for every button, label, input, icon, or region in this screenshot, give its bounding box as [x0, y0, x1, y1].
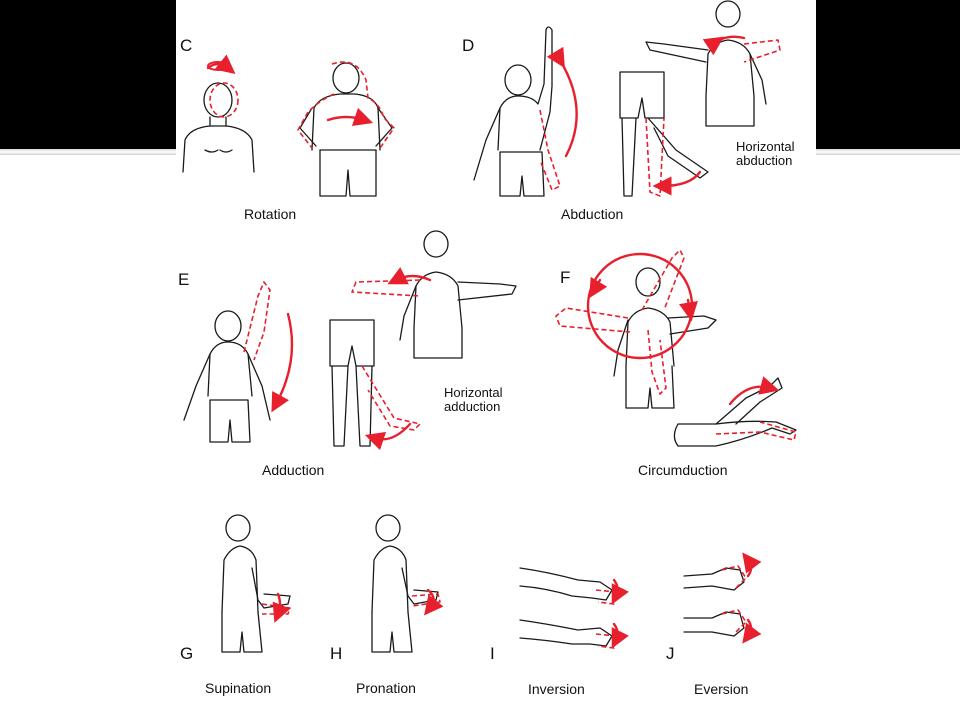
- note-horizontal-adduction: Horizontal adduction: [444, 386, 503, 414]
- caption-supination: Supination: [205, 680, 272, 696]
- caption-circumduction: Circumduction: [638, 462, 728, 478]
- figure-f-leg-circumduction: [673, 376, 797, 447]
- frame-left-black: [0, 0, 176, 152]
- figure-d-leg-abduction: [619, 71, 709, 197]
- caption-abduction: Abduction: [561, 206, 624, 222]
- caption-rotation: Rotation: [244, 206, 297, 222]
- figure-f-arm-circumduction: [555, 249, 717, 409]
- panel-letter-c: C: [180, 36, 193, 55]
- panel-letter-f: F: [560, 268, 571, 287]
- figure-i-inversion: [519, 567, 629, 649]
- caption-adduction: Adduction: [262, 462, 325, 478]
- figure-d-arm-abduction: [473, 26, 578, 197]
- frame-right-black: [816, 0, 960, 152]
- caption-inversion: Inversion: [528, 681, 585, 697]
- note-horizontal-abduction: Horizontal abduction: [736, 140, 795, 168]
- caption-eversion: Eversion: [694, 681, 749, 697]
- note-horizontal-abduction-line2: abduction: [736, 153, 793, 168]
- panel-letter-j: J: [666, 644, 675, 663]
- note-horizontal-adduction-line2: adduction: [444, 399, 501, 414]
- note-horizontal-adduction-line1: Horizontal: [444, 385, 503, 400]
- figure-j-eversion: [683, 552, 762, 644]
- panel-letter-i: I: [490, 644, 495, 663]
- figure-g-supination: [221, 514, 291, 653]
- caption-pronation: Pronation: [356, 680, 416, 696]
- figure-h-pronation: [371, 514, 444, 653]
- figure-c-trunk-rotation: [297, 61, 395, 197]
- figure-e-horizontal-adduction: [351, 230, 517, 359]
- figure-e-arm-adduction: [183, 281, 294, 443]
- panel-letter-h: H: [330, 644, 343, 663]
- figure-d-horizontal-abduction: [645, 0, 781, 127]
- panel-letter-d: D: [462, 36, 475, 55]
- figure-c-head-rotation: [182, 54, 255, 173]
- divider-right: [816, 149, 960, 155]
- panel-letter-e: E: [178, 270, 190, 289]
- figure-e-leg-adduction: [329, 319, 421, 451]
- divider-left: [0, 149, 176, 155]
- panel-letter-g: G: [180, 644, 194, 663]
- note-horizontal-abduction-line1: Horizontal: [736, 139, 795, 154]
